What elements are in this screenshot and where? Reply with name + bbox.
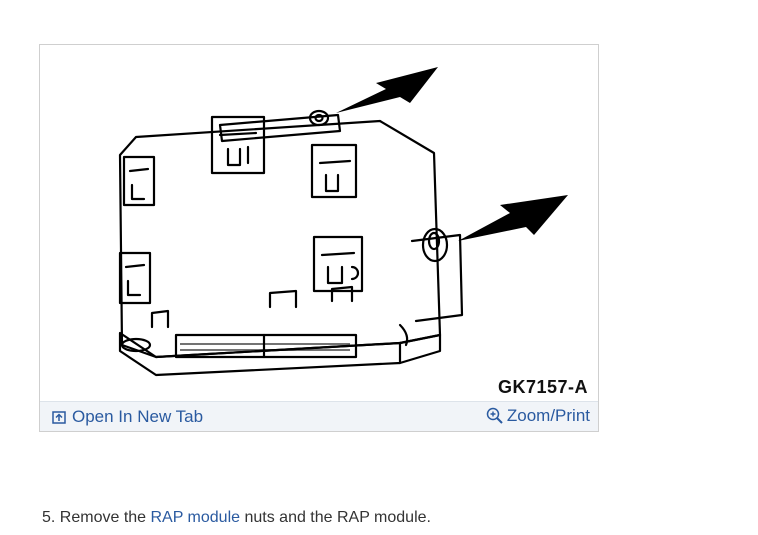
open-in-new-tab-link[interactable]: Open In New Tab	[52, 407, 203, 427]
side-bracket	[410, 233, 464, 323]
arrow-side-stud	[458, 195, 568, 241]
instruction-step: 5. Remove the RAP module nuts and the RA…	[42, 509, 431, 527]
open-in-new-tab-label: Open In New Tab	[72, 407, 204, 426]
rap-module-diagram	[118, 67, 568, 377]
relay-tab	[210, 115, 266, 175]
side-stud	[421, 227, 449, 263]
wire-connector	[174, 333, 358, 359]
instruction-prefix: 5. Remove the	[42, 509, 151, 526]
rap-module-link[interactable]: RAP module	[150, 509, 241, 526]
relay-tab	[118, 251, 152, 305]
relay-tab	[312, 235, 364, 293]
figure-code: GK7157-A	[497, 377, 588, 397]
arrow-top-stud	[336, 67, 438, 113]
mounting-hole	[120, 337, 152, 353]
zoom-print-link[interactable]: Zoom/Print	[486, 406, 590, 426]
relay-tab	[310, 143, 358, 199]
zoom-in-icon	[486, 407, 503, 424]
relay-tab	[122, 155, 156, 207]
module-front-face	[118, 331, 402, 377]
zoom-print-label: Zoom/Print	[506, 406, 590, 425]
instruction-suffix: nuts and the RAP module.	[240, 509, 431, 526]
figure-toolbar: Open In New Tab Zoom/Print	[40, 401, 598, 431]
figure-panel: GK7157-A Open In New Tab Zoom/Print	[39, 44, 599, 432]
open-new-tab-icon	[52, 411, 66, 424]
top-stud	[308, 109, 330, 127]
